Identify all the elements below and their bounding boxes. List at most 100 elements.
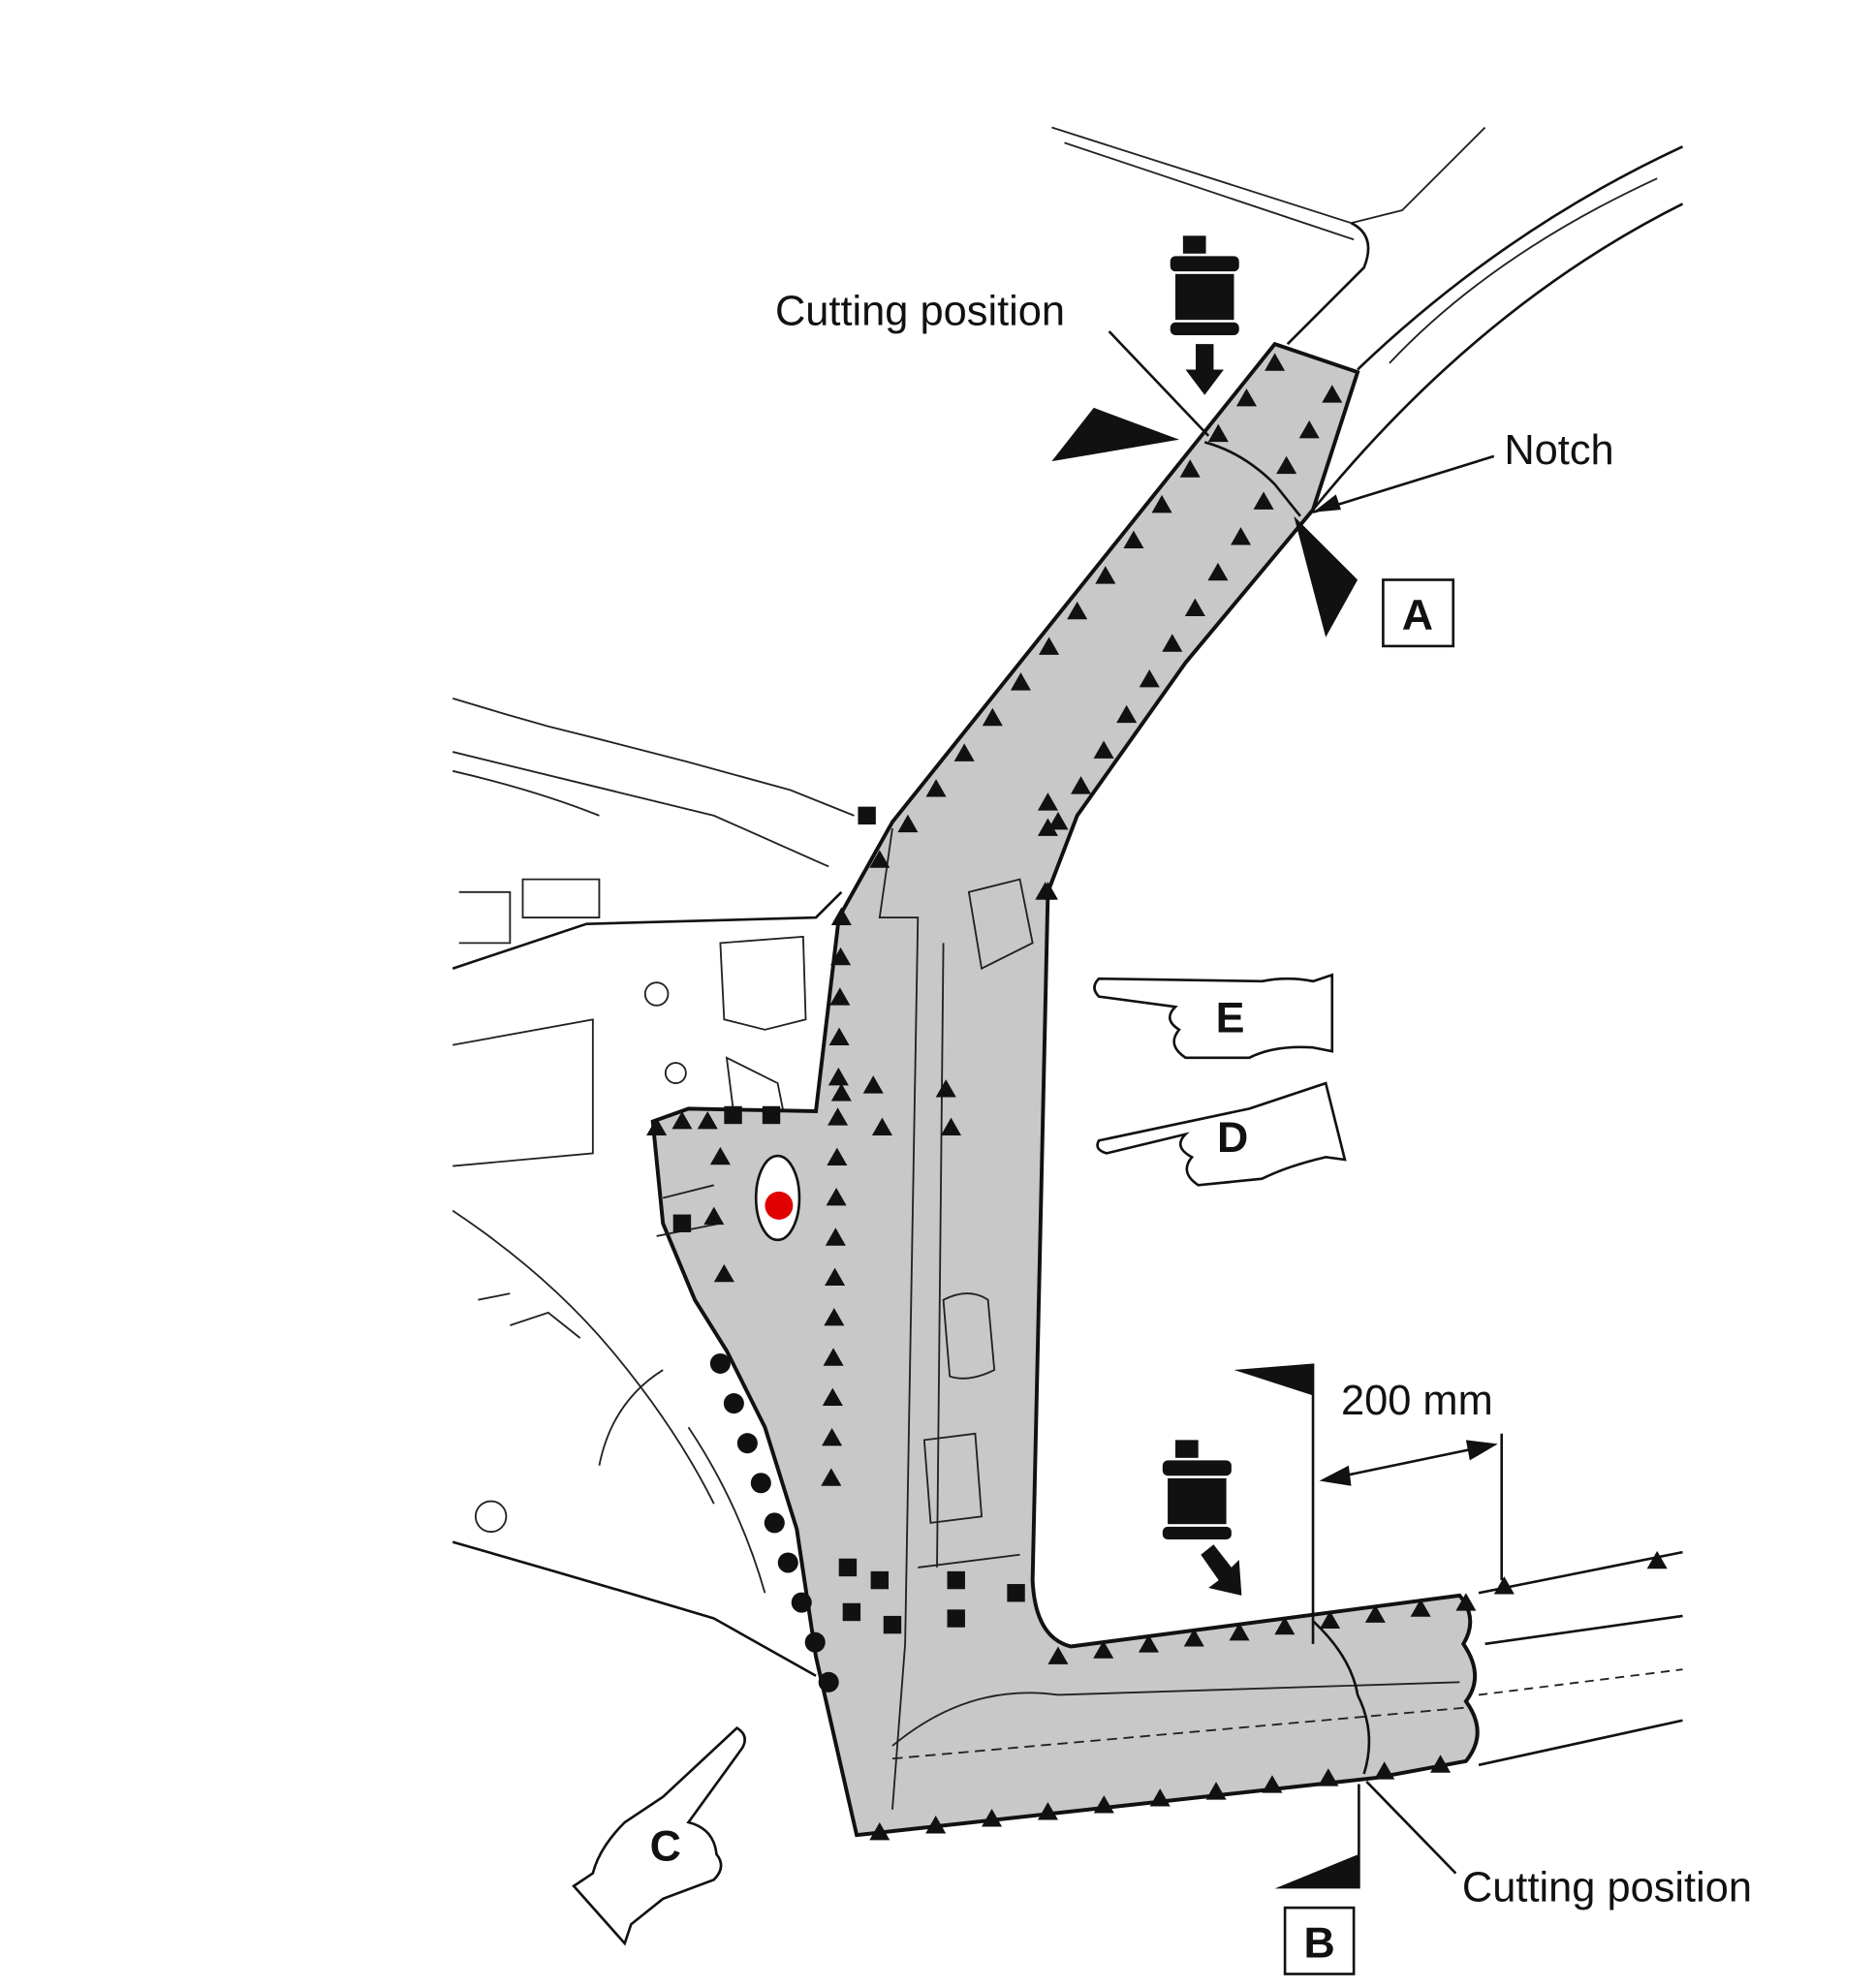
spray-can-icon-top xyxy=(1170,235,1239,395)
weld-triangle-marker xyxy=(646,1117,668,1136)
weld-triangle-marker xyxy=(1322,385,1343,403)
weld-triangle-marker xyxy=(821,1468,842,1486)
weld-triangle-marker xyxy=(1184,598,1205,616)
weld-markers xyxy=(646,353,1668,1841)
weld-triangle-marker xyxy=(1151,494,1172,513)
weld-triangle-marker xyxy=(925,779,947,797)
weld-triangle-marker xyxy=(925,1816,947,1834)
weld-triangle-marker xyxy=(1410,1599,1431,1617)
weld-triangle-marker xyxy=(1162,634,1183,652)
weld-triangle-marker xyxy=(869,1822,890,1841)
weld-triangle-marker xyxy=(1071,776,1092,794)
weld-triangle-marker xyxy=(1093,1640,1114,1659)
weld-square-marker xyxy=(947,1609,965,1628)
section-arrow-b xyxy=(1234,1363,1360,1889)
cutting-position-label-bottom: Cutting position xyxy=(1462,1865,1752,1911)
weld-triangle-marker xyxy=(1262,1775,1283,1793)
weld-triangle-marker xyxy=(1138,1634,1160,1653)
section-arrow-a xyxy=(1051,407,1359,637)
weld-triangle-marker xyxy=(1320,1610,1341,1630)
weld-triangle-marker xyxy=(827,1147,848,1166)
weld-triangle-marker xyxy=(703,1206,725,1226)
weld-triangle-marker xyxy=(1093,1795,1114,1814)
weld-triangle-marker xyxy=(953,743,975,761)
weld-triangle-marker xyxy=(982,707,1003,727)
weld-triangle-marker xyxy=(1010,672,1031,691)
weld-square-marker xyxy=(1007,1584,1025,1602)
dimension-line xyxy=(1319,1433,1504,1581)
weld-circle-marker xyxy=(804,1631,826,1653)
weld-circle-marker xyxy=(736,1433,758,1454)
weld-triangle-marker xyxy=(1095,566,1116,584)
view-b-box xyxy=(1283,1906,1356,1975)
weld-triangle-marker xyxy=(871,1117,892,1136)
highlight-dot xyxy=(765,1191,794,1220)
weld-triangle-marker xyxy=(1229,1622,1250,1641)
weld-triangle-marker xyxy=(830,907,852,925)
weld-circle-marker xyxy=(764,1512,785,1534)
weld-triangle-marker xyxy=(1047,811,1069,830)
weld-square-marker xyxy=(947,1570,965,1590)
weld-triangle-marker xyxy=(672,1111,693,1130)
weld-triangle-marker xyxy=(1265,353,1286,371)
roof-outline xyxy=(1051,126,1684,511)
weld-triangle-marker xyxy=(1037,1802,1058,1820)
weld-triangle-marker xyxy=(1037,818,1058,836)
dash-and-fender-outline xyxy=(452,697,855,1677)
weld-triangle-marker xyxy=(825,1267,846,1287)
weld-triangle-marker xyxy=(862,1075,884,1094)
cutting-position-label-top: Cutting position xyxy=(775,288,1065,334)
weld-triangle-marker xyxy=(1116,704,1138,724)
replacement-panel xyxy=(650,341,1683,1838)
weld-triangle-marker xyxy=(1093,740,1114,759)
weld-triangle-marker xyxy=(897,814,919,833)
view-c-hand-icon: C xyxy=(572,1726,747,1946)
weld-triangle-marker xyxy=(1047,1646,1069,1664)
notch-leader xyxy=(1312,454,1495,514)
weld-triangle-marker xyxy=(1037,882,1058,900)
view-b-label: B xyxy=(1303,1919,1334,1967)
view-e-hand-icon: E xyxy=(1093,973,1334,1060)
weld-triangle-marker xyxy=(1318,1768,1339,1786)
weld-triangle-marker xyxy=(1039,637,1060,655)
weld-square-marker xyxy=(672,1214,692,1232)
weld-triangle-marker xyxy=(1493,1576,1515,1595)
weld-triangle-marker xyxy=(869,850,890,868)
weld-triangle-marker xyxy=(824,1307,845,1326)
weld-triangle-marker xyxy=(828,1107,849,1126)
weld-square-marker xyxy=(858,806,876,825)
weld-triangle-marker xyxy=(1253,491,1274,510)
view-d-label: D xyxy=(1217,1114,1248,1162)
weld-triangle-marker xyxy=(1037,792,1058,811)
view-d-hand-icon: D xyxy=(1096,1081,1347,1187)
weld-triangle-marker xyxy=(825,1227,846,1246)
weld-circle-marker xyxy=(791,1592,812,1613)
weld-triangle-marker xyxy=(826,1187,847,1206)
view-e-label: E xyxy=(1216,994,1245,1041)
dimension-label: 200 mm xyxy=(1341,1378,1493,1424)
weld-triangle-marker xyxy=(1364,1604,1386,1623)
view-a-box xyxy=(1382,578,1455,648)
weld-triangle-marker xyxy=(823,1348,844,1366)
weld-triangle-marker xyxy=(1205,1782,1227,1800)
weld-triangle-marker xyxy=(1430,1755,1452,1773)
weld-square-marker xyxy=(724,1105,742,1125)
weld-triangle-marker xyxy=(709,1146,731,1165)
weld-triangle-marker xyxy=(982,1809,1003,1827)
weld-triangle-marker xyxy=(1230,527,1252,545)
weld-triangle-marker xyxy=(1179,459,1201,478)
weld-triangle-marker xyxy=(697,1111,718,1130)
weld-square-marker xyxy=(883,1615,902,1634)
weld-triangle-marker xyxy=(1374,1761,1395,1780)
weld-triangle-marker xyxy=(1298,419,1320,439)
weld-triangle-marker xyxy=(822,1387,843,1407)
weld-square-marker xyxy=(870,1570,890,1590)
weld-triangle-marker xyxy=(828,1067,849,1086)
weld-triangle-marker xyxy=(713,1263,734,1283)
weld-triangle-marker xyxy=(1183,1629,1204,1647)
weld-triangle-marker xyxy=(1276,455,1297,475)
weld-circle-marker xyxy=(750,1473,771,1494)
weld-triangle-marker xyxy=(1123,530,1144,548)
cutting-position-leader-top xyxy=(1108,330,1210,437)
